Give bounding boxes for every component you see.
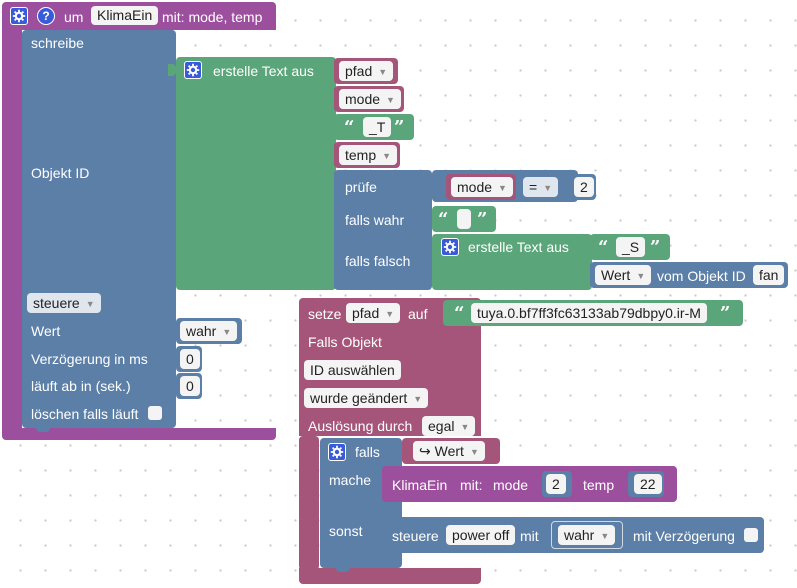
function-block-body [2,28,22,436]
control-label: steuere [392,528,439,544]
do-label: mache [329,472,372,488]
expire-number-field[interactable]: 0 [180,376,200,396]
gear-icon[interactable] [10,7,28,25]
expire-label: läuft ab in (sek.) [31,378,131,394]
text-join-block[interactable] [176,57,336,290]
set-to-label: auf [408,306,428,322]
gear-icon[interactable] [328,443,346,461]
clear-if-running-label: löschen falls läuft [31,406,139,422]
call-function-block[interactable] [382,466,677,502]
function-um-label: um [64,9,84,25]
if-object-label: Falls Objekt [308,334,382,350]
function-name-field[interactable]: KlimaEin [91,6,159,25]
value-boolean-dropdown[interactable]: wahr▼ [180,321,238,341]
var-temp-dropdown[interactable]: temp▼ [339,145,398,165]
text-join-label: erstelle Text aus [213,63,314,79]
trigger-block-body [299,436,319,570]
ternary-block[interactable] [334,170,432,290]
triggered-by-dropdown[interactable]: egal▼ [422,416,476,436]
close-quote-icon: ” [477,209,488,230]
gear-icon[interactable] [184,61,202,79]
else-label: sonst [329,523,363,539]
call-function-name: KlimaEin [392,477,448,493]
get-value-dropdown[interactable]: Wert▼ [595,265,652,285]
write-label: schreibe [31,35,84,51]
close-quote-icon: ” [394,117,405,138]
text-t-field[interactable]: _T [363,117,392,137]
if-else-notch [336,566,350,572]
var-mode-dropdown[interactable]: mode▼ [339,89,401,109]
call-mode-number-field[interactable]: 2 [546,474,566,494]
ternary-true-label: falls wahr [345,212,405,228]
control-delay-checkbox[interactable] [744,528,758,542]
text-join-tab [168,64,176,76]
call-temp-number-field[interactable]: 22 [634,474,662,494]
call-with-label: mit: [460,477,483,493]
triggered-by-label: Auslösung durch [308,418,413,434]
id-select-button[interactable]: ID auswählen [304,360,401,380]
control-device-field[interactable]: power off [446,525,516,545]
object-id-field[interactable]: fan [753,265,785,285]
number-2-field[interactable]: 2 [574,177,594,197]
help-icon[interactable]: ? [37,7,55,25]
control-bool-dropdown[interactable]: wahr▼ [558,525,616,545]
write-block[interactable] [22,30,176,428]
call-mode-label: mode [493,477,529,493]
close-quote-icon: ” [650,237,661,258]
var-mode-dropdown-2[interactable]: mode▼ [451,177,513,197]
from-object-id-label: vom Objekt ID [657,268,746,284]
control-delay-label: mit Verzögerung [633,528,735,544]
operator-dropdown[interactable]: =▼ [523,177,559,197]
delay-number-field[interactable]: 0 [180,349,200,369]
ternary-false-label: falls falsch [345,253,411,269]
text-s-field[interactable]: _S [616,237,646,257]
arrow-return-icon: ↪ [419,443,435,459]
set-label: setze [308,306,342,322]
value-label: Wert [31,323,61,339]
changed-dropdown[interactable]: wurde geändert▼ [304,388,429,408]
if-label: falls [355,444,380,460]
empty-text-field[interactable] [457,209,471,229]
steuere-dropdown[interactable]: steuere▼ [27,293,101,313]
control-with-label: mit [520,528,539,544]
close-quote-icon: ” [720,303,731,324]
text-join-label-2: erstelle Text aus [468,239,569,255]
var-pfad-dropdown[interactable]: pfad▼ [339,61,394,81]
gear-icon[interactable] [441,238,459,256]
set-value-field[interactable]: tuya.0.bf7ff3fc63133ab79dbpy0.ir-M [471,303,707,323]
function-params-label: mit: mode, temp [162,9,263,25]
open-quote-icon: “ [344,117,355,138]
function-block-foot [2,428,276,440]
trigger-block-foot [299,568,481,584]
write-block-notch [36,426,50,432]
set-var-dropdown[interactable]: pfad▼ [346,303,401,323]
trigger-value-dropdown[interactable]: ↪ Wert▼ [413,441,485,461]
open-quote-icon: “ [454,303,465,324]
ternary-test-label: prüfe [345,179,377,195]
delay-label: Verzögerung in ms [31,351,148,367]
object-id-label: Objekt ID [31,165,90,181]
call-temp-label: temp [583,477,615,493]
open-quote-icon: “ [598,237,609,258]
clear-if-running-checkbox[interactable] [148,406,162,420]
open-quote-icon: “ [438,209,449,230]
